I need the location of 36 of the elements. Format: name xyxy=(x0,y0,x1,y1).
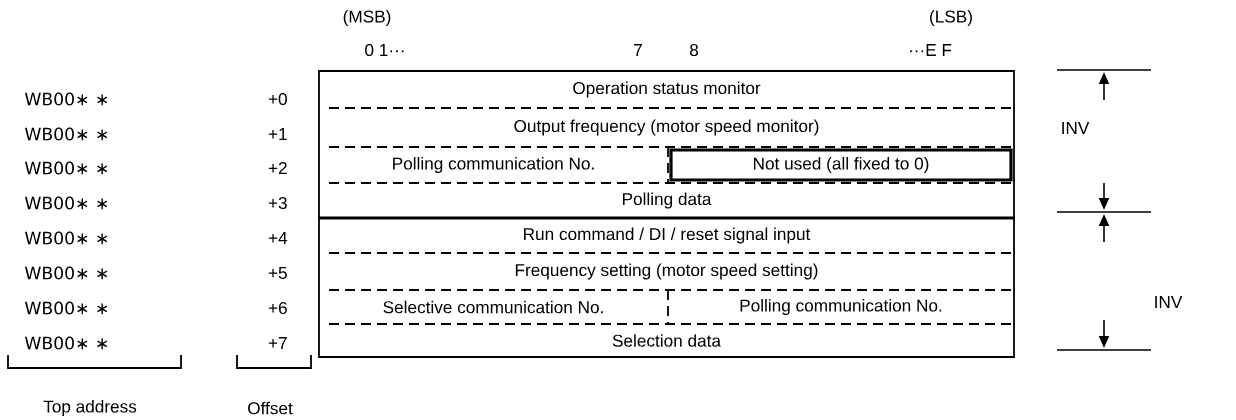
bracket-caption: Offset xyxy=(248,401,293,415)
register-field: Polling communication No. xyxy=(393,157,594,174)
register-field: Output frequency (motor speed monitor) xyxy=(514,119,819,136)
register-field: Run command / DI / reset signal input xyxy=(524,227,811,244)
bit-number: ···E F xyxy=(910,44,952,56)
register-field: Frequency setting (motor speed setting) xyxy=(515,263,818,280)
offset-label: +3 xyxy=(268,196,287,210)
address-label: WB00∗ ∗ xyxy=(25,92,108,106)
bit-number: 8 xyxy=(690,43,699,57)
address-label: WB00∗ ∗ xyxy=(25,301,108,315)
address-label: WB00∗ ∗ xyxy=(25,231,108,245)
offset-label: +2 xyxy=(268,162,287,174)
register-field: Selection data xyxy=(612,334,721,347)
register-field: Polling data xyxy=(623,192,712,209)
address-label: WB00∗ ∗ xyxy=(25,196,108,210)
bit-order-label: (LSB) xyxy=(930,10,972,26)
offset-label: +4 xyxy=(268,232,288,244)
bit-number: 7 xyxy=(634,44,642,56)
offset-label: +0 xyxy=(268,92,287,106)
register-field: Selective communication No. xyxy=(383,300,603,314)
register-field: Operation status monitor xyxy=(573,81,761,98)
direction-label: INV xyxy=(1062,122,1090,134)
offset-label: +6 xyxy=(268,301,287,315)
direction-label: INV xyxy=(1155,296,1183,308)
bit-number: 0 1··· xyxy=(365,43,404,57)
address-label: WB00∗ ∗ xyxy=(25,127,108,141)
address-label: WB00∗ ∗ xyxy=(25,161,108,175)
bit-order-label: (MSB) xyxy=(343,10,391,26)
offset-label: +7 xyxy=(268,337,287,349)
address-label: WB00∗ ∗ xyxy=(25,266,108,280)
register-field: Polling communication No. xyxy=(740,299,942,316)
unused-field-box: Not used (all fixed to 0) xyxy=(669,148,1013,182)
offset-label: +5 xyxy=(268,267,287,279)
address-label: WB00∗ ∗ xyxy=(25,336,108,350)
offset-label: +1 xyxy=(268,128,287,140)
bracket-caption: Top address xyxy=(43,400,137,417)
